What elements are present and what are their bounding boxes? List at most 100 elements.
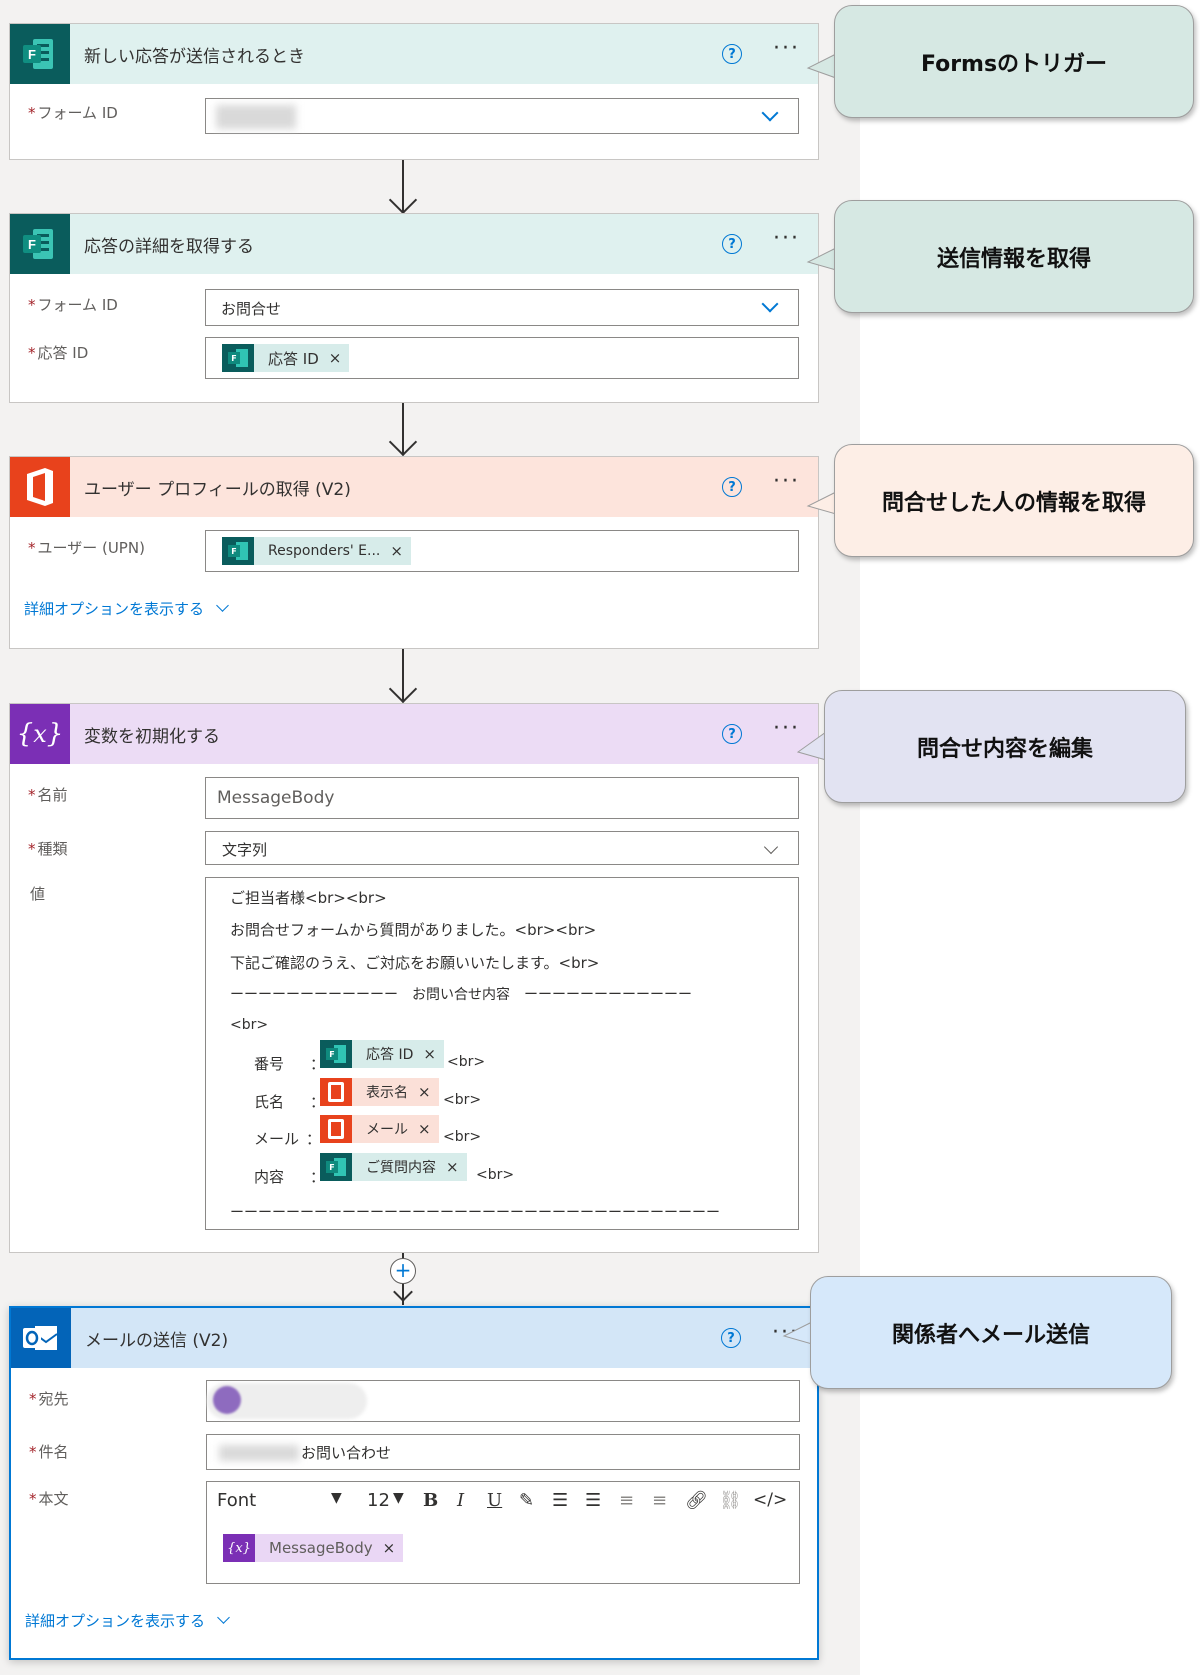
form-id-dropdown[interactable]: お問合せ: [205, 289, 799, 326]
user-profile-card-header[interactable]: ユーザー プロフィールの取得 (V2) ? ···: [10, 457, 818, 517]
more-options-icon[interactable]: ···: [773, 36, 800, 61]
help-icon[interactable]: ?: [722, 477, 742, 497]
init-variable-card-header[interactable]: {x} 変数を初期化する ? ···: [10, 704, 818, 764]
more-options-icon[interactable]: ···: [773, 226, 800, 251]
br-tag: <br>: [447, 1054, 486, 1070]
message-body-token[interactable]: {x} MessageBody ×: [223, 1534, 404, 1562]
close-icon[interactable]: ×: [382, 1539, 396, 1557]
close-icon[interactable]: ×: [390, 542, 403, 560]
chevron-down-icon[interactable]: ▼: [393, 1490, 404, 1506]
font-size-select[interactable]: 12: [367, 1490, 390, 1511]
callout-get-info: 送信情報を取得: [834, 200, 1194, 313]
help-icon[interactable]: ?: [722, 44, 742, 64]
chevron-down-icon[interactable]: [761, 295, 779, 313]
send-mail-card-header[interactable]: メールの送信 (V2) ? ···: [11, 1308, 817, 1368]
row-colon: ：: [306, 1130, 322, 1148]
mail-token[interactable]: メール ×: [320, 1115, 439, 1143]
italic-icon[interactable]: I: [457, 1490, 465, 1511]
trigger-card[interactable]: F 新しい応答が送信されるとき ? ··· *フォーム ID: [9, 23, 819, 160]
trigger-card-header[interactable]: F 新しい応答が送信されるとき ? ···: [10, 24, 818, 84]
br-tag: <br>: [443, 1129, 482, 1145]
variable-type-label: *種類: [28, 840, 68, 858]
upn-field[interactable]: F Responders' E... ×: [205, 530, 799, 572]
get-details-card[interactable]: F 応答の詳細を取得する ? ··· *フォーム ID お問合せ *応答 ID …: [9, 213, 819, 403]
card-title: 応答の詳細を取得する: [84, 236, 254, 257]
close-icon[interactable]: ×: [328, 349, 342, 367]
svg-text:F: F: [28, 47, 36, 62]
response-id-field[interactable]: F 応答 ID ×: [205, 337, 799, 379]
close-icon[interactable]: ×: [418, 1120, 431, 1138]
forms-icon: F: [320, 1040, 352, 1068]
variable-name-label: *名前: [28, 786, 68, 804]
outlook-icon: [11, 1308, 71, 1368]
variable-value-textarea[interactable]: [205, 877, 799, 1230]
show-advanced-options-link[interactable]: 詳細オプションを表示する: [24, 598, 229, 619]
card-title: 変数を初期化する: [84, 726, 220, 747]
variable-value-label: 値: [30, 885, 46, 903]
connector-line: [402, 649, 404, 702]
value-line-3: 下記ご確認のうえ、ご対応をお願いいたします。<br>: [230, 954, 600, 972]
close-icon[interactable]: ×: [423, 1045, 436, 1063]
show-advanced-options-link[interactable]: 詳細オプションを表示する: [25, 1610, 230, 1631]
variable-name-input[interactable]: MessageBody: [205, 777, 799, 819]
subject-input[interactable]: お問い合わせ: [206, 1434, 800, 1470]
close-icon[interactable]: ×: [446, 1158, 459, 1176]
more-options-icon[interactable]: ···: [772, 1320, 799, 1345]
to-label: *宛先: [29, 1390, 69, 1408]
init-variable-card[interactable]: {x} 変数を初期化する ? ··· *名前 MessageBody *種類 文…: [9, 703, 819, 1253]
help-icon[interactable]: ?: [722, 234, 742, 254]
forms-icon: F: [222, 537, 254, 565]
svg-text:F: F: [28, 237, 36, 252]
connector-line: [402, 403, 404, 455]
add-step-plus-icon[interactable]: +: [390, 1258, 416, 1284]
subject-value: お問い合わせ: [301, 1444, 392, 1462]
unlink-icon[interactable]: ⛓︎: [719, 1490, 742, 1511]
code-view-icon[interactable]: </>: [753, 1490, 788, 1510]
callout-forms-trigger: Formsのトリガー: [834, 5, 1194, 118]
to-field[interactable]: [206, 1380, 800, 1422]
rich-text-toolbar: Font ▼ 12 ▼ B I U ✎ ☰ ☰ ≡ ≡ 🔗︎ ⛓︎ </>: [207, 1482, 799, 1518]
responders-email-token[interactable]: F Responders' E... ×: [222, 537, 411, 565]
connector-line: [402, 160, 404, 212]
send-mail-card[interactable]: メールの送信 (V2) ? ··· *宛先 *件名 お問い合わせ *本文 Fon…: [9, 1306, 819, 1660]
help-icon[interactable]: ?: [722, 724, 742, 744]
user-profile-card[interactable]: ユーザー プロフィールの取得 (V2) ? ··· *ユーザー (UPN) F …: [9, 456, 819, 649]
blurred-subject-prefix: [219, 1445, 299, 1461]
row-label-mail: メール: [254, 1130, 300, 1148]
forms-icon: F: [10, 214, 70, 274]
link-icon[interactable]: 🔗︎: [685, 1490, 708, 1511]
response-id-token[interactable]: F 応答 ID ×: [222, 344, 350, 372]
decrease-indent-icon[interactable]: ≡: [619, 1490, 635, 1511]
chevron-down-icon[interactable]: [761, 104, 779, 122]
display-name-token[interactable]: 表示名 ×: [320, 1078, 439, 1106]
card-title: ユーザー プロフィールの取得 (V2): [84, 479, 351, 500]
office-icon: [10, 457, 70, 517]
bold-icon[interactable]: B: [423, 1490, 439, 1511]
more-options-icon[interactable]: ···: [773, 716, 800, 741]
get-details-card-header[interactable]: F 応答の詳細を取得する ? ···: [10, 214, 818, 274]
chevron-down-icon[interactable]: [763, 839, 779, 855]
form-id-dropdown[interactable]: [205, 98, 799, 134]
body-label: *本文: [29, 1490, 69, 1508]
question-content-token[interactable]: F ご質問内容 ×: [320, 1153, 467, 1181]
close-icon[interactable]: ×: [418, 1083, 431, 1101]
numbered-list-icon[interactable]: ☰: [585, 1490, 602, 1511]
variable-type-value: 文字列: [222, 841, 268, 859]
card-title: メールの送信 (V2): [85, 1330, 229, 1351]
value-line-br: <br>: [230, 1017, 269, 1033]
help-icon[interactable]: ?: [721, 1328, 741, 1348]
underline-icon[interactable]: U: [487, 1490, 503, 1511]
chevron-down-icon[interactable]: ▼: [331, 1490, 342, 1506]
card-title: 新しい応答が送信されるとき: [84, 46, 305, 67]
response-id-token[interactable]: F 応答 ID ×: [320, 1040, 444, 1068]
body-editor[interactable]: Font ▼ 12 ▼ B I U ✎ ☰ ☰ ≡ ≡ 🔗︎ ⛓︎ </> {x…: [206, 1481, 800, 1584]
value-line-2: お問合せフォームから質問がありました。<br><br>: [230, 921, 597, 939]
font-family-select[interactable]: Font: [217, 1490, 257, 1511]
increase-indent-icon[interactable]: ≡: [652, 1490, 668, 1511]
text-color-icon[interactable]: ✎: [519, 1490, 535, 1511]
chevron-down-icon: [217, 1611, 230, 1624]
form-id-value: お問合せ: [221, 300, 282, 318]
more-options-icon[interactable]: ···: [773, 469, 800, 494]
bulleted-list-icon[interactable]: ☰: [552, 1490, 569, 1511]
variable-type-dropdown[interactable]: 文字列: [205, 831, 799, 865]
